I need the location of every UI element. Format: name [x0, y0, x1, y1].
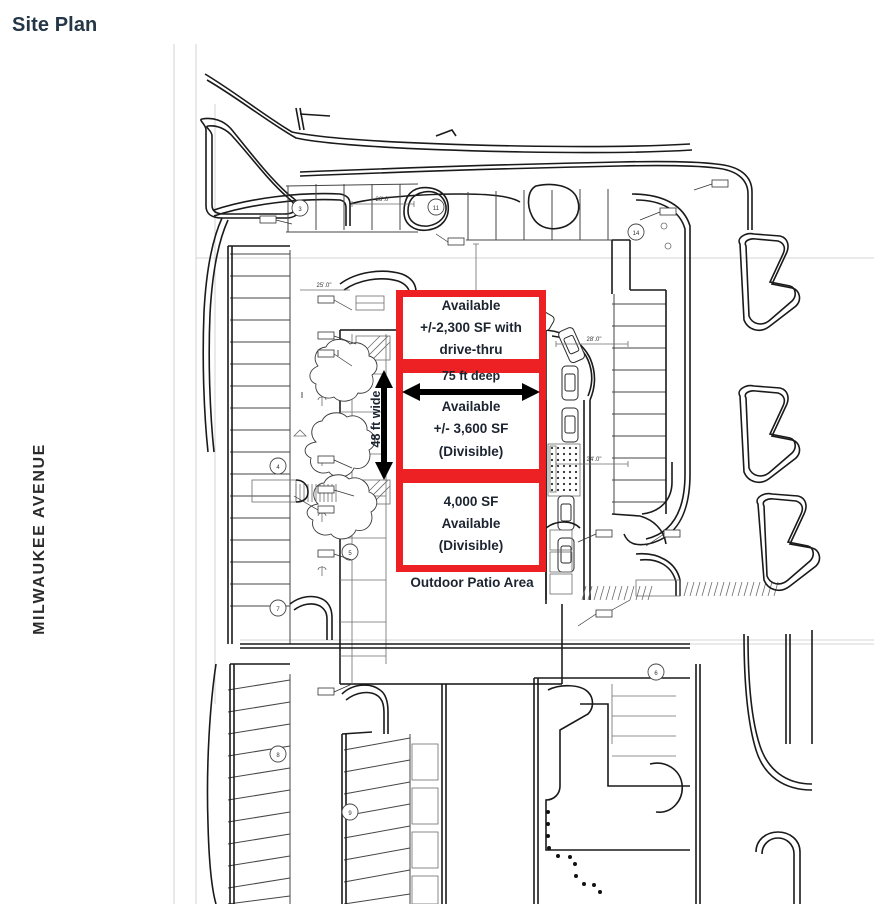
leader-tag-j	[693, 179, 729, 191]
callout-bubble-5: 5	[341, 543, 359, 561]
road-edge-north	[299, 160, 753, 230]
callout-line: 4,000 SF	[443, 493, 499, 509]
crosswalk-east	[581, 553, 779, 601]
callout-line: Available	[441, 515, 501, 531]
callout-line: (Divisible)	[438, 538, 504, 554]
adjacent-parcel-outlines	[738, 232, 821, 904]
callout-line: Available	[441, 297, 501, 313]
leader-tag-b	[317, 295, 353, 311]
leader-tag-h	[317, 549, 353, 561]
outdoor-patio-area-label: Outdoor Patio Area	[410, 575, 534, 590]
svg-text:24'.0": 24'.0"	[587, 457, 602, 463]
dotted-pad-east	[547, 443, 581, 497]
leader-tag-f	[317, 485, 355, 497]
callout-bubble-6: 6	[647, 663, 665, 681]
south-middle-islands	[411, 684, 447, 904]
south-west-curb	[206, 663, 290, 904]
callout-box-available-4000sf[interactable]: 4,000 SF Available (Divisible)	[396, 476, 546, 572]
svg-text:4: 4	[276, 465, 280, 471]
callout-bubble-9: 9	[341, 803, 359, 821]
west-bank-curb	[227, 245, 290, 644]
landscape-island-east	[641, 462, 673, 515]
leader-tag-c	[317, 331, 357, 345]
svg-text:6: 6	[654, 671, 658, 677]
svg-text:11: 11	[433, 206, 440, 212]
drive-thru-structures	[545, 521, 581, 595]
svg-text:3: 3	[298, 207, 302, 213]
south-drive-aisle	[240, 595, 690, 649]
parking-stalls-north-left	[285, 183, 419, 233]
east-bank-curb	[611, 239, 667, 545]
leader-tags	[259, 179, 729, 696]
building-envelope-curb	[623, 193, 691, 546]
callout-line: drive-thru	[439, 342, 503, 358]
parking-stalls-west	[230, 250, 291, 644]
parking-stalls-south-west	[227, 674, 291, 904]
callout-box-available-3600sf[interactable]: Available +/- 3,600 SF (Divisible)	[396, 366, 546, 476]
page-title: Site Plan	[12, 14, 98, 36]
leader-tag-g	[293, 495, 335, 514]
dotted-walk-southeast	[546, 810, 602, 894]
callout-bubble-4: 4	[269, 457, 287, 475]
callout-box-available-2300sf[interactable]: Available +/-2,300 SF with drive-thru	[396, 290, 546, 366]
leader-tag-a	[259, 215, 293, 225]
leader-tag-k	[577, 529, 613, 543]
depth-dimension-label: 75 ft deep	[441, 369, 501, 383]
callout-line: +/- 3,600 SF	[433, 421, 509, 437]
svg-text:28'.0": 28'.0"	[587, 337, 602, 343]
width-dimension-label: 48 ft wide	[369, 390, 383, 448]
callout-line: +/-2,300 SF with	[420, 319, 522, 335]
leader-tag-n	[317, 683, 353, 696]
leader-tag-m	[577, 599, 631, 627]
callout-line: (Divisible)	[438, 443, 504, 459]
leader-tag-i	[435, 233, 465, 246]
landscape-island-north	[403, 186, 450, 232]
callout-bubble-14: 14	[627, 223, 645, 241]
svg-text:26'.0": 26'.0"	[376, 197, 391, 203]
leader-tag-l	[645, 529, 681, 547]
callout-line: Available	[441, 399, 501, 415]
svg-text:5: 5	[348, 551, 352, 557]
site-plan-svg: 26'.0" 28'.0" 24'.0" 25'.0" 3 11 14 4 5 …	[173, 44, 874, 904]
svg-text:7: 7	[276, 607, 280, 613]
callout-bubble-3: 3	[291, 199, 309, 217]
svg-text:8: 8	[276, 753, 280, 759]
site-plan-drawing: 26'.0" 28'.0" 24'.0" 25'.0" 3 11 14 4 5 …	[0, 44, 874, 904]
parking-stalls-south-middle	[343, 734, 411, 904]
parking-stalls-east	[612, 294, 666, 514]
south-east-parcel	[533, 664, 701, 904]
callout-bubbles: 3 11 14 4 5 7 8 9 6	[269, 198, 665, 821]
parking-curb-north	[213, 192, 521, 226]
plan-dimension-strings: 26'.0" 28'.0" 24'.0" 25'.0"	[300, 197, 629, 467]
callout-bubble-8: 8	[269, 745, 287, 763]
svg-text:25'.0": 25'.0"	[317, 283, 332, 289]
parking-stalls-north-right	[466, 189, 630, 241]
leader-tag-o	[639, 207, 677, 221]
callout-bubble-11: 11	[427, 198, 445, 216]
leader-tag-e	[317, 455, 353, 469]
svg-text:14: 14	[633, 231, 640, 237]
svg-text:9: 9	[348, 811, 352, 817]
landscape-island-north-right	[527, 183, 580, 230]
leader-tag-d	[317, 349, 353, 367]
availability-callouts: Available +/-2,300 SF with drive-thru Av…	[396, 290, 546, 600]
south-middle-curb	[341, 684, 389, 904]
landscape-planting	[301, 339, 378, 540]
callout-bubble-7: 7	[269, 599, 287, 617]
